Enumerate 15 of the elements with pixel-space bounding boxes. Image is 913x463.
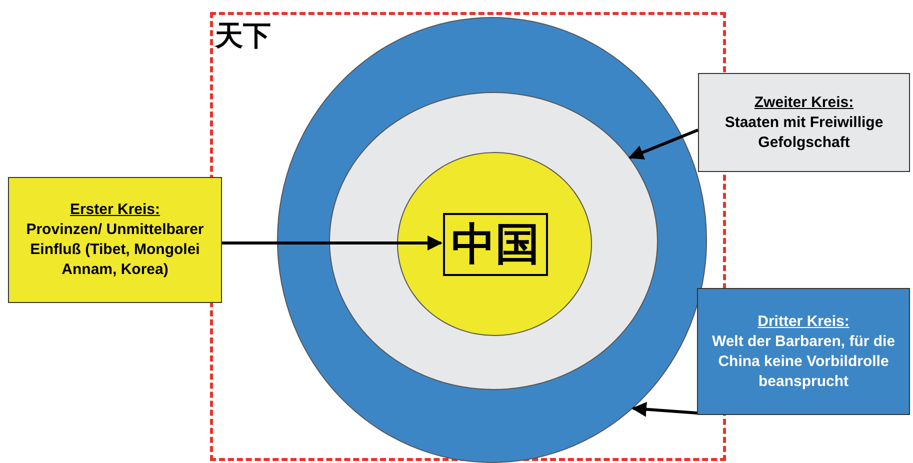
callout-heading: Erster Kreis: [70, 200, 160, 220]
callout-box [8, 177, 222, 303]
callout-text: Provinzen/ Unmittelbarer Einfluß (Tibet, Mongolei Annam, Korea) [25, 220, 205, 280]
callout-box [698, 73, 910, 172]
arrow [222, 236, 442, 250]
callout-heading: Dritter Kreis: [758, 312, 850, 332]
arrow [631, 402, 698, 417]
callout-text: Staaten mit Freiwillige Gefolgschaft [724, 112, 884, 152]
arrow [628, 128, 699, 160]
callout-text: Welt der Barbaren, für die China keine Vorbildrolle beansprucht [710, 332, 896, 392]
label-box [443, 213, 548, 276]
region-title: 天下 [215, 19, 271, 53]
callout-heading: Zweiter Kreis: [754, 92, 854, 112]
country-label: 中国 [452, 220, 540, 270]
callout-box [697, 288, 910, 415]
